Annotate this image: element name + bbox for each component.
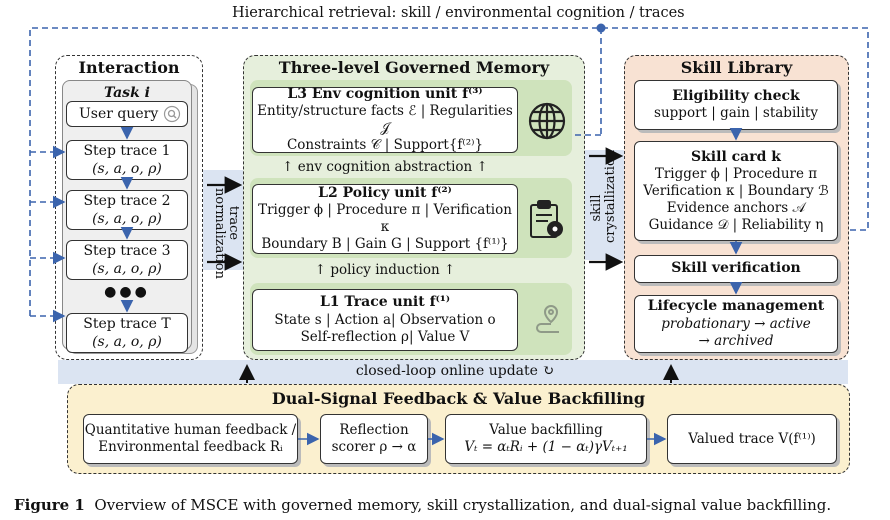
hierarchical-retrieval-label: Hierarchical retrieval: skill / environm… bbox=[232, 5, 685, 21]
l2-line2: Boundary B | Gain G | Support {f⁽¹⁾} bbox=[261, 236, 509, 253]
feedback-box2-line2: scorer ρ → α bbox=[331, 439, 417, 455]
l1-line2: Self-reflection ρ| Value V bbox=[300, 328, 470, 345]
step-trace-tuple: (s, a, o, ρ) bbox=[92, 161, 162, 177]
valued-trace-box: Valued trace V(f⁽¹⁾) bbox=[667, 414, 837, 464]
up-arrow-icon: ↑ bbox=[476, 159, 488, 175]
step-trace-tuple: (s, a, o, ρ) bbox=[92, 211, 162, 227]
skill-library-title: Skill Library bbox=[680, 58, 793, 77]
magnifier-icon bbox=[163, 105, 181, 128]
lifecycle-line2: → archived bbox=[698, 332, 774, 349]
lifecycle-title: Lifecycle management bbox=[647, 298, 825, 315]
step-trace-1: Step trace 1 (s, a, o, ρ) bbox=[66, 140, 188, 180]
l2-policy-unit: L2 Policy unit f⁽²⁾ Trigger ϕ | Procedur… bbox=[252, 184, 518, 254]
clipboard-gear-icon bbox=[527, 199, 567, 245]
l3-title: L3 Env cognition unit f⁽³⁾ bbox=[287, 85, 483, 102]
lifecycle-management-box: Lifecycle management probationary → acti… bbox=[634, 295, 838, 353]
interaction-title: Interaction bbox=[78, 58, 180, 77]
value-backfilling-box: Value backfilling Vₜ = αₜRᵢ + (1 − αₜ)γV… bbox=[445, 414, 647, 464]
retrieval-line-top bbox=[29, 27, 869, 316]
step-trace-tuple: (s, a, o, ρ) bbox=[92, 334, 162, 350]
user-query-box: User query bbox=[66, 101, 188, 127]
l1-line1: State s | Action a| Observation o bbox=[274, 311, 496, 328]
env-cognition-abstraction-label: ↑ env cognition abstraction ↑ bbox=[252, 159, 518, 176]
step-trace-label: Step trace 2 bbox=[83, 192, 171, 209]
feedback-box2-line1: Reflection bbox=[339, 422, 409, 439]
feedback-title: Dual-Signal Feedback & Value Backfilling bbox=[271, 389, 646, 408]
closed-loop-band bbox=[58, 360, 848, 384]
eligibility-title: Eligibility check bbox=[672, 87, 800, 104]
figure-caption: Figure 1 Overview of MSCE with governed … bbox=[14, 496, 884, 514]
step-trace-tuple: (s, a, o, ρ) bbox=[92, 261, 162, 277]
feedback-box3-line2: Vₜ = αₜRᵢ + (1 − αₜ)γVₜ₊₁ bbox=[464, 439, 628, 455]
skill-card-line4: Guidance 𝒟 | Reliability η bbox=[648, 216, 824, 233]
l3-line1: Entity/structure facts ℰ | Regularities … bbox=[257, 103, 513, 137]
step-trace-label: Step trace 3 bbox=[83, 242, 171, 259]
l3-line2: Constraints 𝒞 | Support{f⁽²⁾} bbox=[286, 137, 484, 154]
env-abstraction-text: env cognition abstraction bbox=[297, 159, 473, 175]
l1-title: L1 Trace unit f⁽¹⁾ bbox=[319, 294, 451, 311]
l1-trace-unit: L1 Trace unit f⁽¹⁾ State s | Action a| O… bbox=[252, 289, 518, 351]
policy-induction-text: policy induction bbox=[330, 262, 440, 278]
step-trace-T: Step trace T (s, a, o, ρ) bbox=[66, 313, 188, 353]
eligibility-check-box: Eligibility check support | gain | stabi… bbox=[634, 80, 838, 130]
lifecycle-line1: probationary → active bbox=[661, 315, 811, 332]
caption-label: Figure 1 bbox=[14, 496, 85, 514]
retrieval-junction-dot bbox=[596, 23, 606, 33]
step-trace-label: Step trace T bbox=[83, 315, 171, 332]
caption-text: Overview of MSCE with governed memory, s… bbox=[94, 496, 832, 514]
skill-verification-title: Skill verification bbox=[671, 260, 801, 277]
feedback-box4: Valued trace V(f⁽¹⁾) bbox=[688, 430, 816, 447]
memory-title: Three-level Governed Memory bbox=[278, 58, 550, 77]
up-arrow-icon: ↑ bbox=[314, 262, 327, 278]
task-title: Task i bbox=[104, 85, 150, 101]
feedback-box3-line1: Value backfilling bbox=[489, 422, 603, 439]
crystallization-band bbox=[584, 150, 628, 260]
feedback-box1-line1: Quantitative human feedback / bbox=[84, 422, 297, 439]
feedback-box1-line2: Environmental feedback Rᵢ bbox=[98, 439, 283, 455]
step-ellipsis: ●●● bbox=[104, 284, 150, 300]
step-trace-label: Step trace 1 bbox=[83, 142, 171, 159]
policy-induction-label: ↑ policy induction ↑ bbox=[252, 262, 518, 279]
l2-line1: Trigger ϕ | Procedure π | Verification κ bbox=[258, 202, 512, 236]
skill-card-box: Skill card k Trigger ϕ | Procedure π Ver… bbox=[634, 141, 838, 241]
up-arrow-icon: ↑ bbox=[282, 159, 294, 175]
path-pin-icon bbox=[529, 302, 565, 342]
skill-card-line1: Trigger ϕ | Procedure π bbox=[654, 166, 818, 182]
skill-card-title: Skill card k bbox=[691, 148, 781, 165]
user-query-label: User query bbox=[79, 105, 159, 122]
skill-card-line3: Evidence anchors 𝒜 bbox=[666, 199, 806, 216]
reflection-scorer-box: Reflection scorer ρ → α bbox=[320, 414, 428, 464]
skill-verification-box: Skill verification bbox=[634, 255, 838, 283]
step-trace-3: Step trace 3 (s, a, o, ρ) bbox=[66, 240, 188, 280]
closed-loop-label: closed-loop online update ↻ bbox=[355, 363, 555, 379]
human-environment-feedback-box: Quantitative human feedback / Environmen… bbox=[83, 414, 298, 464]
step-trace-2: Step trace 2 (s, a, o, ρ) bbox=[66, 190, 188, 230]
l3-env-cognition-unit: L3 Env cognition unit f⁽³⁾ Entity/struct… bbox=[252, 85, 518, 154]
eligibility-line: support | gain | stability bbox=[654, 105, 818, 122]
skill-card-line2: Verification κ | Boundary ℬ bbox=[643, 182, 829, 199]
globe-icon bbox=[527, 101, 567, 145]
up-arrow-icon: ↑ bbox=[443, 262, 456, 278]
l2-title: L2 Policy unit f⁽²⁾ bbox=[318, 184, 452, 201]
